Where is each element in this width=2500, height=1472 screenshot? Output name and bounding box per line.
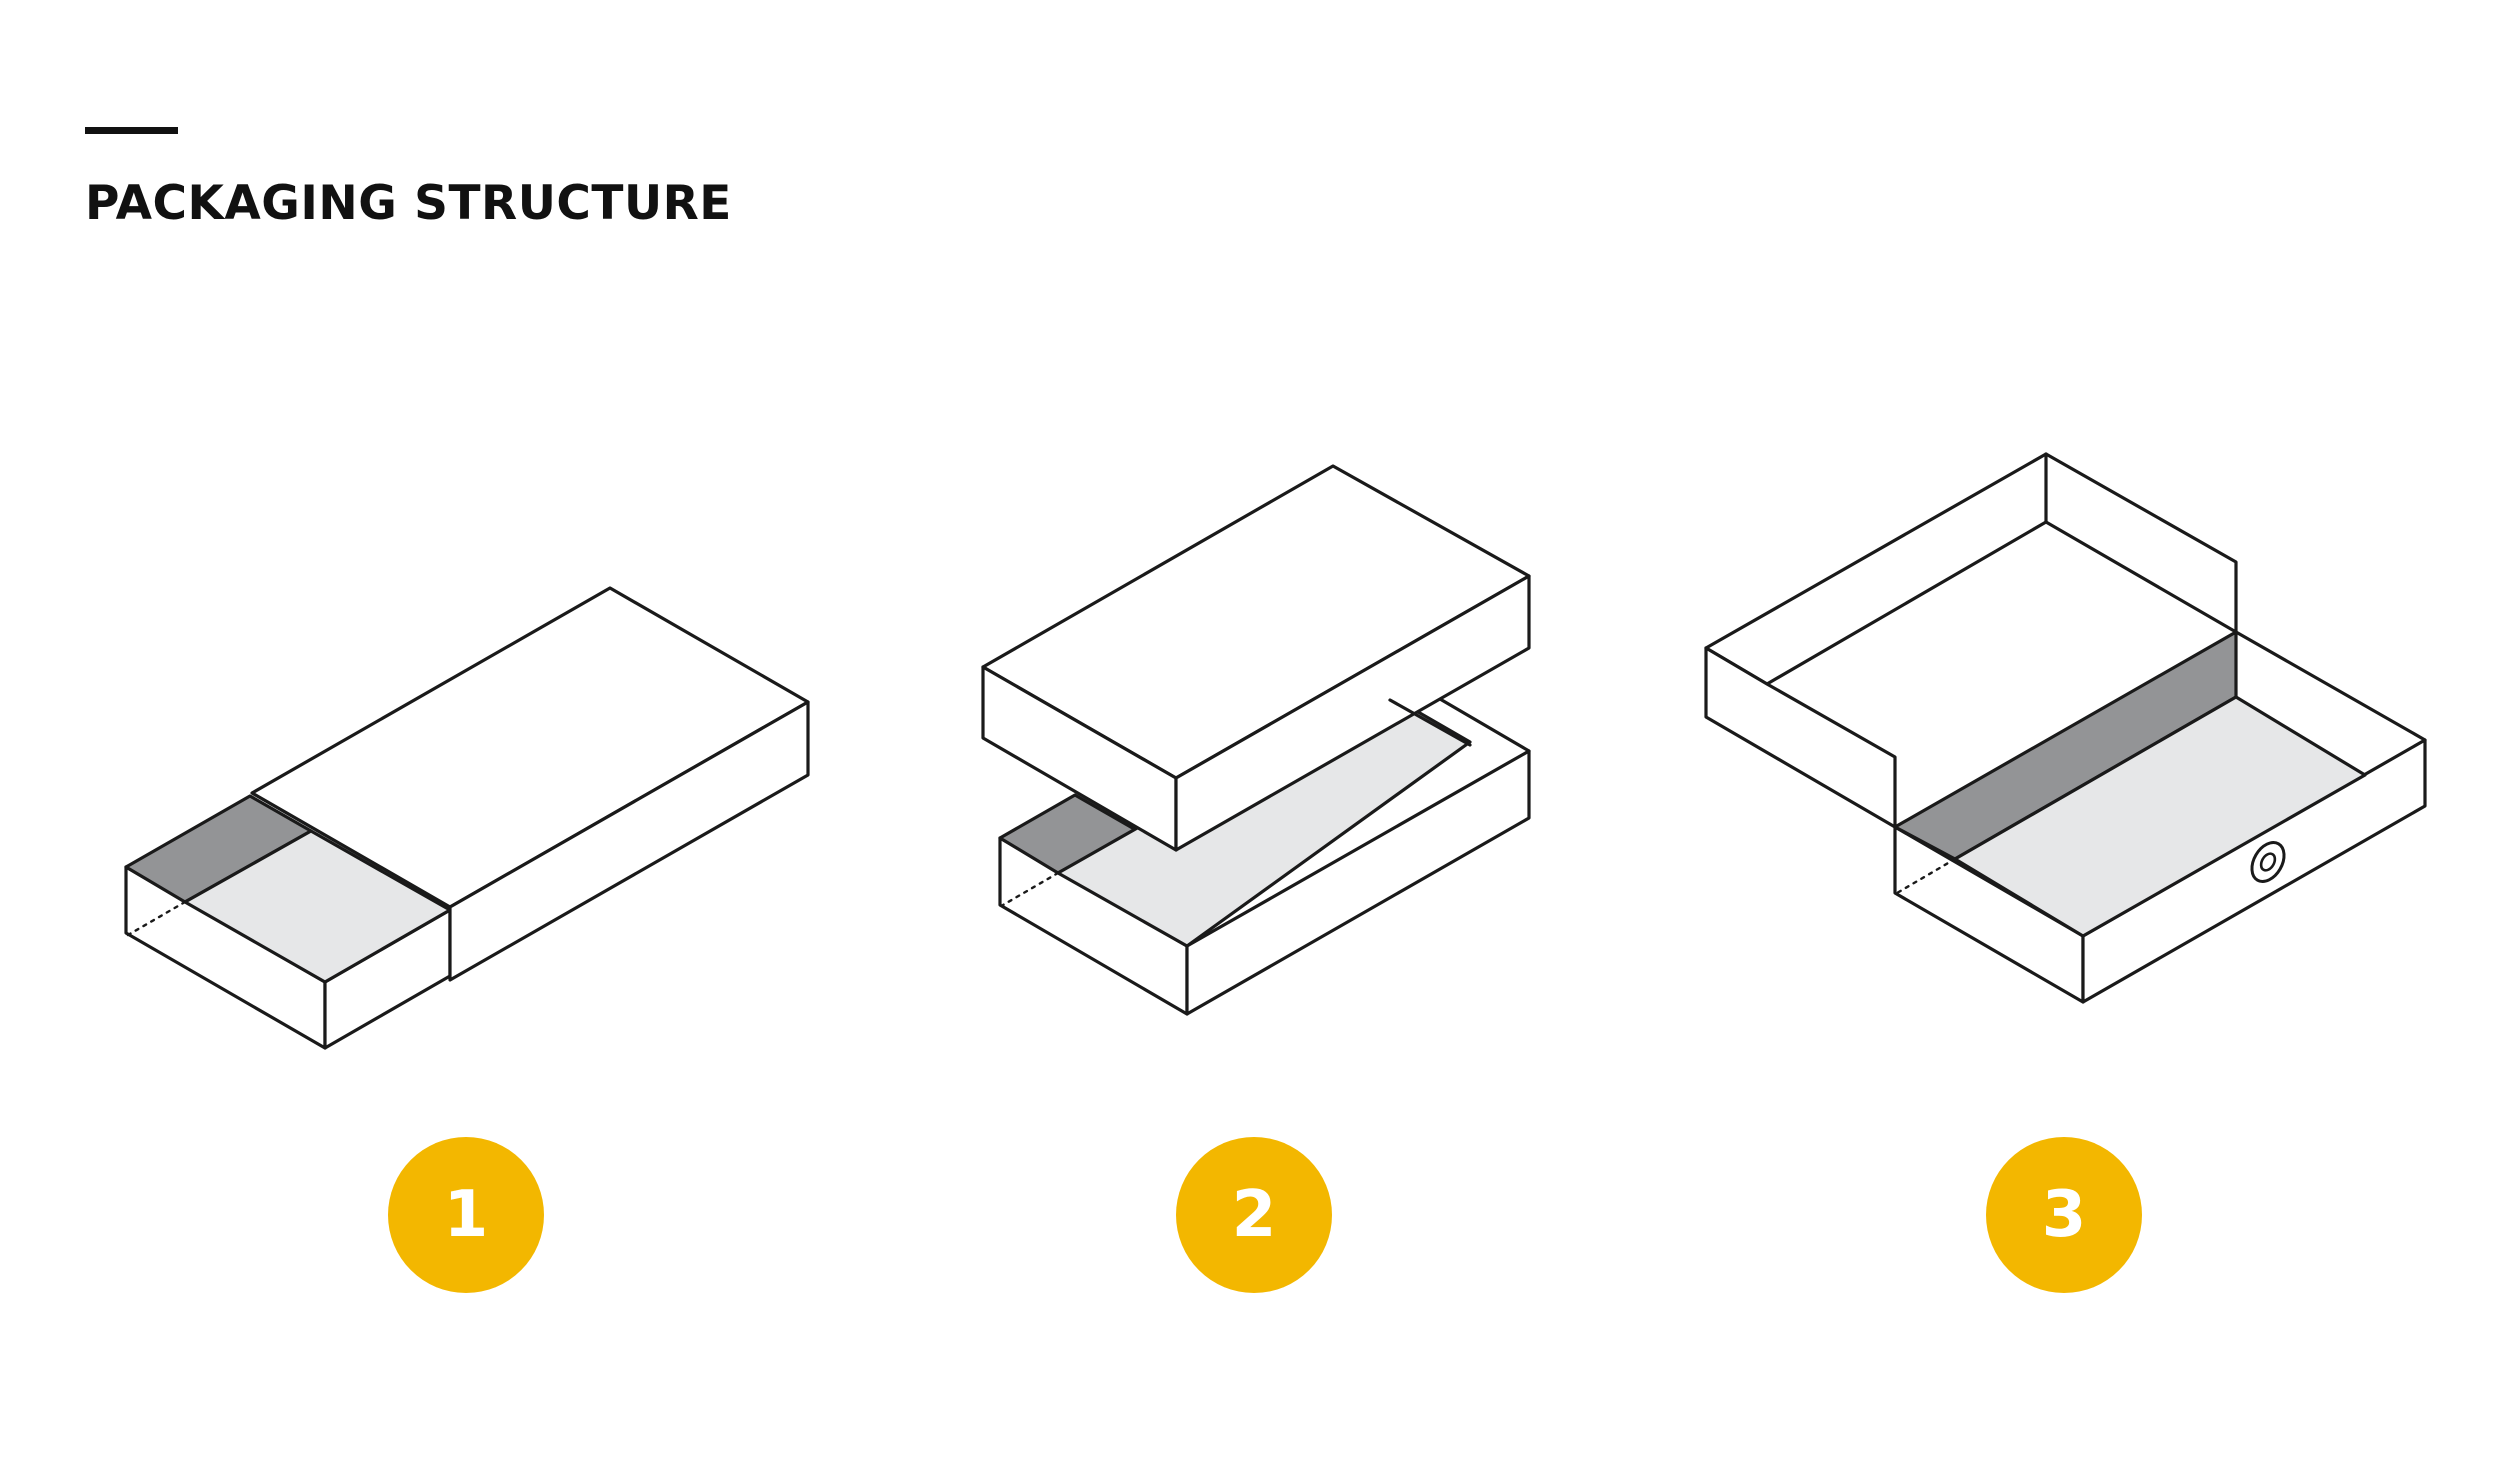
- box-floor: [1953, 695, 2367, 938]
- step-number-1: 1: [443, 1178, 489, 1252]
- page-title: PACKAGING STRUCTURE: [85, 176, 732, 231]
- lid-and-base-box-illustration: [981, 464, 1531, 1016]
- base-back-edge: [1438, 697, 1531, 753]
- sleeve-right-face: [448, 700, 810, 982]
- box-back-edge: [2234, 630, 2427, 742]
- tray-hidden-edge: [126, 900, 187, 937]
- hinged-open-box-illustration: [1704, 452, 2427, 1004]
- open-lid-left-face: [1704, 646, 1897, 829]
- box-hidden-edge: [1895, 857, 1957, 895]
- step-badge-1: 1: [388, 1137, 544, 1293]
- step-number-2: 2: [1231, 1178, 1277, 1252]
- base-right-face: [1185, 749, 1531, 1016]
- lid-inner-edge: [1388, 698, 1472, 747]
- step-badge-2: 2: [1176, 1137, 1332, 1293]
- lid-right-face: [1174, 574, 1531, 852]
- header-accent-rule: [85, 127, 178, 134]
- step-number-3: 3: [2041, 1178, 2087, 1252]
- step-badge-3: 3: [1986, 1137, 2142, 1293]
- base-hidden-edge: [1001, 871, 1060, 907]
- magnet-clasp-icon: [2250, 841, 2286, 883]
- open-lid-panel: [1704, 452, 2238, 686]
- sliding-sleeve-box-illustration: [124, 586, 810, 1050]
